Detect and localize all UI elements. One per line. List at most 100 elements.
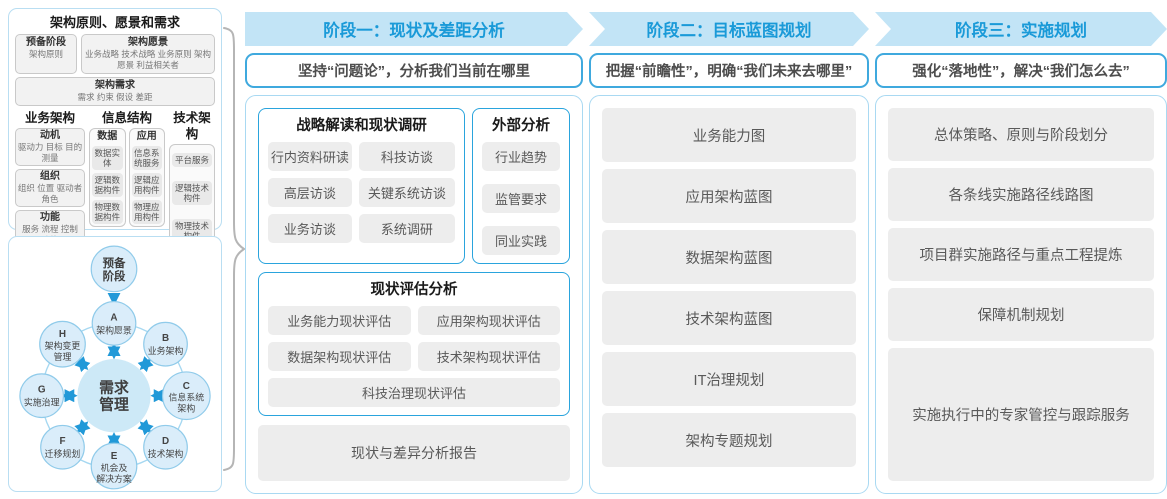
svg-text:管理: 管理	[99, 396, 129, 414]
data-item: 逻辑数据构件	[92, 173, 123, 197]
assessment-title: 现状评估分析	[370, 282, 458, 298]
research-item: 业务访谈	[268, 214, 352, 243]
phase1-header: 阶段一：现状及差距分析	[245, 12, 583, 46]
adm-node-a: A 架构愿景	[91, 300, 137, 346]
adm-node-c: C 信息系统 架构	[161, 371, 211, 421]
technology-architecture-title: 技术架构	[173, 111, 211, 141]
adm-prelim-node: 预备 阶段	[90, 245, 138, 293]
adm-node-b: B 业务架构	[143, 321, 188, 367]
information-structure-title: 信息结构	[101, 111, 152, 125]
phase3-header: 阶段三：实施规划	[875, 12, 1167, 46]
application-item: 物理应用构件	[131, 200, 162, 224]
phase2-item: 技术架构蓝图	[602, 291, 856, 345]
phase3-item-tall: 实施执行中的专家管控与跟踪服务	[888, 348, 1154, 481]
external-item: 同业实践	[482, 226, 560, 255]
external-item: 行业趋势	[482, 142, 560, 171]
architecture-requirements-box: 架构需求 需求 约束 假设 差距	[15, 77, 215, 106]
svg-text:A: A	[110, 312, 117, 323]
prelim-line1: 预备	[103, 256, 126, 270]
svg-text:机会及: 机会及	[101, 462, 128, 473]
svg-text:架构愿景: 架构愿景	[96, 324, 132, 335]
assessment-item: 技术架构现状评估	[417, 342, 560, 371]
assessment-box: 现状评估分析 业务能力现状评估 应用架构现状评估 数据架构现状评估 技术架构现状…	[258, 272, 570, 416]
technology-item: 平台服务	[172, 152, 212, 167]
business-architecture-title: 业务架构	[24, 111, 75, 125]
prelim-sub: 架构原则	[28, 49, 63, 59]
technology-architecture-column: 技术架构 平台服务 逻辑技术构件 物理技术构件	[169, 110, 215, 251]
adm-node-h: H 架构变更 管理	[39, 320, 86, 368]
phases-area: 阶段一：现状及差距分析 阶段二：目标蓝图规划 阶段三：实施规划 坚持“问题论”，…	[245, 12, 1167, 494]
data-item: 数据实体	[92, 146, 123, 170]
adm-cycle-diagram: 预备 阶段 A 架构愿景 B	[19, 245, 211, 490]
research-item: 科技访谈	[358, 142, 455, 171]
external-title: 外部分析	[492, 118, 550, 134]
svg-text:管理: 管理	[54, 351, 72, 362]
business-architecture-column: 业务架构 动机 驱动力 目标 目的 测量 组织 组织 位置 驱动者 角色 功能 …	[15, 110, 85, 251]
phase3-item: 总体策略、原则与阶段划分	[888, 108, 1154, 161]
phase3-item: 保障机制规划	[888, 288, 1154, 341]
phase1-subtitle: 坚持“问题论”，分析我们当前在哪里	[245, 53, 583, 88]
information-structure-column: 信息结构 数据 数据实体 逻辑数据构件 物理数据构件 应用 信息系统服务 逻辑应…	[89, 110, 165, 251]
phase3-content: 总体策略、原则与阶段划分 各条线实施路径线路图 项目群实施路径与重点工程提炼 保…	[875, 95, 1167, 494]
organization-sub: 组织 位置 驱动者 角色	[17, 183, 83, 204]
data-subcolumn: 数据 数据实体 逻辑数据构件 物理数据构件	[89, 128, 126, 227]
organization-box: 组织 组织 位置 驱动者 角色	[15, 169, 85, 207]
research-item: 关键系统访谈	[358, 178, 455, 207]
phase2-item: 数据架构蓝图	[602, 230, 856, 284]
svg-text:架构变更: 架构变更	[45, 340, 81, 351]
svg-text:F: F	[59, 436, 65, 447]
data-item: 物理数据构件	[92, 200, 123, 224]
svg-text:H: H	[59, 329, 66, 340]
phase2-header: 阶段二：目标蓝图规划	[589, 12, 869, 46]
svg-text:迁移规划: 迁移规划	[45, 448, 81, 459]
adm-center-node: 需求 管理	[77, 359, 151, 433]
svg-text:E: E	[111, 451, 118, 462]
data-title: 数据	[97, 131, 118, 142]
phase3-item: 项目群实施路径与重点工程提炼	[888, 228, 1154, 281]
svg-text:业务架构: 业务架构	[148, 345, 184, 356]
research-title: 战略解读和现状调研	[296, 118, 427, 134]
vision-title: 架构愿景	[128, 37, 168, 48]
phase2-item: 应用架构蓝图	[602, 169, 856, 223]
motivation-sub: 驱动力 目标 目的 测量	[17, 142, 83, 163]
svg-text:D: D	[162, 436, 169, 447]
application-item: 信息系统服务	[131, 146, 162, 170]
external-analysis-box: 外部分析 行业趋势 监管要求 同业实践	[472, 108, 570, 264]
svg-text:解决方案: 解决方案	[96, 473, 132, 484]
prelim-title: 预备阶段	[26, 37, 66, 48]
framework-title: 架构原则、愿景和需求	[49, 15, 180, 30]
svg-text:信息系统: 信息系统	[169, 392, 205, 403]
vision-sub: 业务战略 技术战略 业务原则 架构愿景 利益相关者	[84, 49, 212, 70]
technology-item: 逻辑技术构件	[172, 180, 212, 205]
svg-text:C: C	[183, 381, 190, 392]
organization-title: 组织	[40, 171, 60, 182]
phase3-subtitle: 强化“落地性”，解决“我们怎么去”	[875, 53, 1167, 88]
svg-text:B: B	[162, 333, 169, 344]
research-item: 行内资料研读	[268, 142, 352, 171]
phase3-item: 各条线实施路径线路图	[888, 168, 1154, 221]
phase2-item: 架构专题规划	[602, 413, 856, 467]
adm-node-e: E 机会及 解决方案	[90, 442, 138, 490]
adm-cycle-panel: 预备 阶段 A 架构愿景 B	[8, 236, 222, 492]
svg-text:技术架构: 技术架构	[148, 448, 184, 459]
motivation-title: 动机	[40, 130, 60, 141]
application-item: 逻辑应用构件	[131, 173, 162, 197]
function-title: 功能	[40, 212, 60, 223]
application-subcolumn: 应用 信息系统服务 逻辑应用构件 物理应用构件	[128, 128, 165, 227]
phase2-item: IT治理规划	[602, 352, 856, 406]
adm-spoke-arrows	[61, 342, 167, 449]
svg-text:G: G	[38, 385, 46, 396]
architecture-framework-panel: 架构原则、愿景和需求 预备阶段 架构原则 架构愿景 业务战略 技术战略 业务原则…	[8, 8, 222, 295]
phase1-content: 战略解读和现状调研 行内资料研读 科技访谈 高层访谈 关键系统访谈 业务访谈 系…	[245, 95, 583, 494]
architecture-vision-box: 架构愿景 业务战略 技术战略 业务原则 架构愿景 利益相关者	[81, 34, 215, 74]
curly-brace	[223, 27, 246, 471]
requirements-sub: 需求 约束 假设 差距	[77, 92, 153, 102]
svg-text:实施治理: 实施治理	[24, 397, 60, 408]
prelim-phase-box: 预备阶段 架构原则	[15, 34, 77, 74]
svg-text:需求: 需求	[99, 379, 129, 397]
phase2-subtitle: 把握“前瞻性”，明确“我们未来去哪里”	[589, 53, 869, 88]
svg-text:架构: 架构	[177, 403, 195, 414]
adm-node-f: F 迁移规划	[40, 424, 85, 470]
prelim-line2: 阶段	[103, 269, 126, 283]
